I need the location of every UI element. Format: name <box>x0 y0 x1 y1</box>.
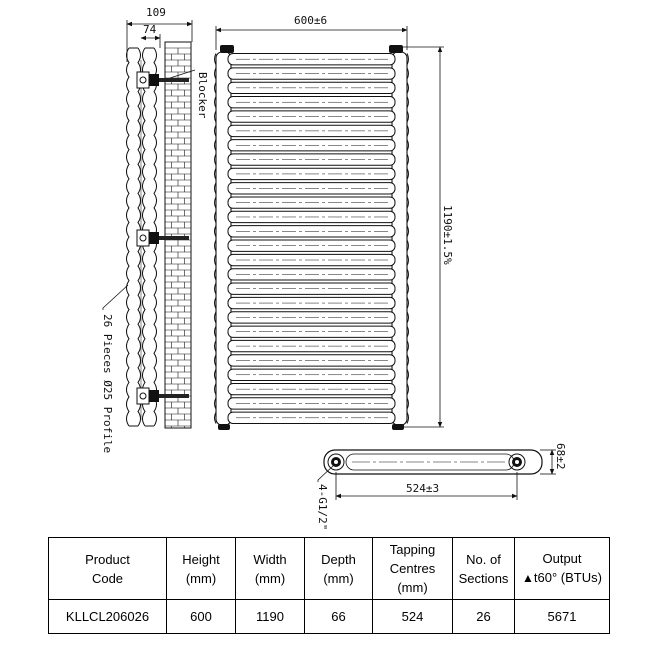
cell-sections: 26 <box>452 599 515 634</box>
height-dimension: 1190±1.5% <box>441 205 454 265</box>
left-tapping-circle <box>327 453 345 471</box>
cell-output: 5671 <box>514 599 610 634</box>
depth-inner-dimension: 74 <box>143 23 157 36</box>
spec-table: Product Code Height (mm) Width (mm) Dept… <box>48 537 610 634</box>
header-product-code: Product Code <box>48 537 167 600</box>
header-tapping-centres: Tapping Centres (mm) <box>372 537 453 600</box>
delta-triangle-icon: ▲ <box>522 571 534 585</box>
header-height: Height (mm) <box>166 537 236 600</box>
wall-brackets <box>136 71 189 405</box>
right-tapping-circle <box>508 453 526 471</box>
header-output: Output ▲t60° (BTUs) <box>514 537 610 600</box>
cell-depth: 66 <box>304 599 373 634</box>
pieces-label: 26 Pieces Ø25 Profile <box>101 314 114 453</box>
header-depth: Depth (mm) <box>304 537 373 600</box>
wall-brick-hatching <box>165 47 191 428</box>
width-dimension: 600±6 <box>294 14 327 27</box>
cell-width: 1190 <box>235 599 305 634</box>
side-view: 109 74 Blocker 26 Pieces Ø25 Profile <box>101 6 209 453</box>
front-view: 600±6 1190±1.5% <box>214 14 454 430</box>
depth-total-dimension: 109 <box>146 6 166 19</box>
bottom-view: 68±2 524±3 4-G1/2" <box>316 443 567 530</box>
tapping-centres-dimension: 524±3 <box>406 482 439 495</box>
spec-table-row: KLLCL206026 600 1190 66 524 26 5671 <box>48 599 610 634</box>
bottom-depth-dimension: 68±2 <box>554 443 567 470</box>
thread-label: 4-G1/2" <box>316 484 329 530</box>
cell-height: 600 <box>166 599 236 634</box>
header-width: Width (mm) <box>235 537 305 600</box>
cell-tapping-centres: 524 <box>372 599 453 634</box>
blocker-label: Blocker <box>196 72 209 119</box>
spec-table-header-row: Product Code Height (mm) Width (mm) Dept… <box>48 537 610 600</box>
header-sections: No. of Sections <box>452 537 515 600</box>
cell-product-code: KLLCL206026 <box>48 599 167 634</box>
radiator-front-body <box>214 45 409 430</box>
